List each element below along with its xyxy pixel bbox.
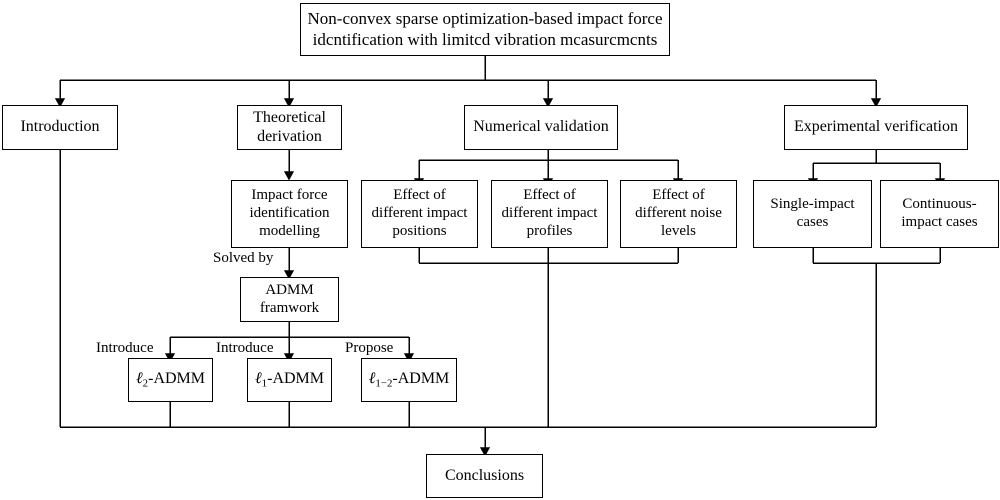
- node-title[interactable]: Non-convex sparse optimization-based imp…: [300, 3, 670, 56]
- edge-label-propose-l12: Propose: [345, 340, 394, 356]
- node-theoretical-derivation-label: Theoretical derivation: [253, 108, 326, 145]
- node-impact-force-identification-modelling[interactable]: Impact force identification modelling: [231, 180, 348, 248]
- node-impact-force-identification-modelling-label: Impact force identification modelling: [249, 187, 330, 239]
- edge-label-solved-by: Solved by: [213, 250, 274, 266]
- node-l1-admm[interactable]: ℓ1-ADMM: [247, 358, 332, 402]
- node-continuous-impact-cases-label: Continuous- impact cases: [901, 196, 978, 230]
- node-experimental-verification[interactable]: Experimental verification: [784, 105, 968, 150]
- node-effect-different-impact-profiles[interactable]: Effect of different impact profiles: [491, 180, 608, 248]
- ell-symbol-l2: ℓ: [136, 368, 143, 388]
- node-introduction[interactable]: Introduction: [2, 105, 118, 150]
- node-effect-different-noise-levels[interactable]: Effect of different noise levels: [620, 180, 737, 248]
- node-conclusions[interactable]: Conclusions: [426, 454, 543, 498]
- node-admm-framework-label: ADMM framwork: [259, 281, 320, 316]
- node-l2-admm[interactable]: ℓ2-ADMM: [128, 358, 213, 402]
- admm-suffix-l2: -ADMM: [148, 370, 205, 388]
- node-effect-different-impact-positions-label: Effect of different impact positions: [371, 187, 468, 239]
- node-effect-different-impact-positions[interactable]: Effect of different impact positions: [361, 180, 478, 248]
- ell-symbol-l1-2: ℓ: [368, 368, 376, 388]
- node-effect-different-impact-profiles-label: Effect of different impact profiles: [501, 187, 598, 239]
- ell-subscript-l1: 1: [261, 377, 268, 390]
- node-numerical-validation[interactable]: Numerical validation: [464, 105, 618, 150]
- node-conclusions-label: Conclusions: [444, 466, 525, 484]
- edge-label-introduce-l2: Introduce: [96, 340, 154, 356]
- ell-subscript-l1-2: 1−2: [375, 377, 393, 390]
- node-effect-different-noise-levels-label: Effect of different noise levels: [635, 187, 722, 239]
- node-numerical-validation-label: Numerical validation: [473, 118, 609, 136]
- node-l2-admm-label: ℓ2-ADMM: [132, 368, 209, 390]
- ell-symbol-l1: ℓ: [255, 368, 262, 388]
- node-admm-framework[interactable]: ADMM framwork: [240, 277, 339, 322]
- node-single-impact-cases-label: Single-impact cases: [770, 196, 855, 230]
- node-theoretical-derivation[interactable]: Theoretical derivation: [237, 105, 342, 150]
- node-experimental-verification-label: Experimental verification: [794, 118, 958, 136]
- node-title-label: Non-convex sparse optimization-based imp…: [307, 9, 663, 49]
- node-l1-2-admm[interactable]: ℓ1−2-ADMM: [361, 358, 457, 402]
- admm-suffix-l1-2: -ADMM: [392, 370, 450, 388]
- node-l1-2-admm-label: ℓ1−2-ADMM: [365, 368, 453, 390]
- edge-label-introduce-l1: Introduce: [216, 340, 274, 356]
- node-introduction-label: Introduction: [20, 118, 100, 136]
- node-l1-admm-label: ℓ1-ADMM: [251, 368, 328, 390]
- ell-subscript-l2: 2: [142, 377, 149, 390]
- node-single-impact-cases[interactable]: Single-impact cases: [753, 180, 872, 248]
- admm-suffix-l1: -ADMM: [267, 370, 324, 388]
- node-continuous-impact-cases[interactable]: Continuous- impact cases: [880, 180, 999, 248]
